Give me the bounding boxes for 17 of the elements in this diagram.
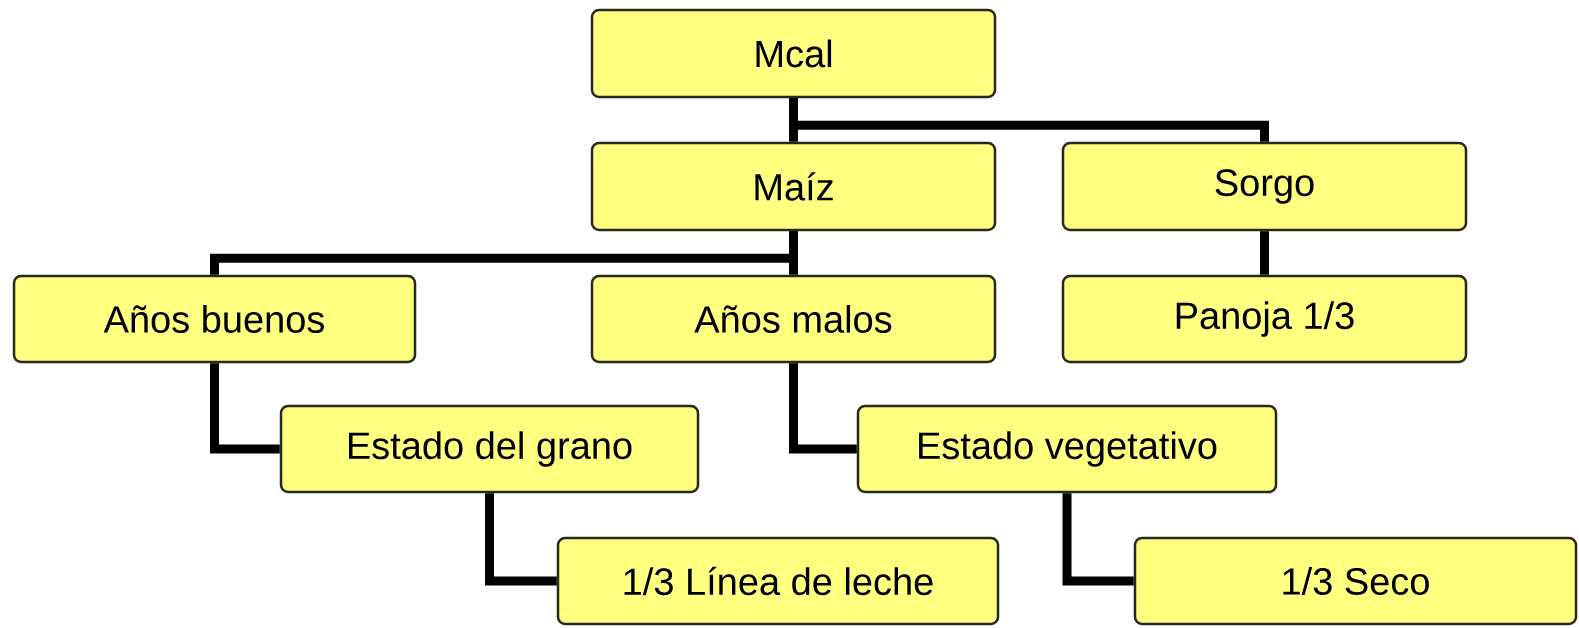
process-box: 1/3 Línea de leche <box>556 536 1000 626</box>
process-box: Años buenos <box>12 274 417 364</box>
connector-line <box>789 363 857 454</box>
process-box: Estado vegetativo <box>856 404 1278 494</box>
connector-line <box>1260 231 1269 275</box>
connector-line <box>210 363 280 454</box>
process-box: Estado del grano <box>279 404 700 494</box>
connector-line <box>789 231 798 275</box>
connector-line <box>485 493 557 586</box>
process-box: Sorgo <box>1061 141 1468 232</box>
connector-line <box>789 98 1269 142</box>
process-box: Panoja 1/3 <box>1061 274 1468 364</box>
process-box: Maíz <box>590 141 997 232</box>
connector-line <box>1062 493 1134 586</box>
process-box: Años malos <box>590 274 997 364</box>
process-box: 1/3 Seco <box>1133 536 1578 626</box>
process-box: Mcal <box>590 8 997 99</box>
